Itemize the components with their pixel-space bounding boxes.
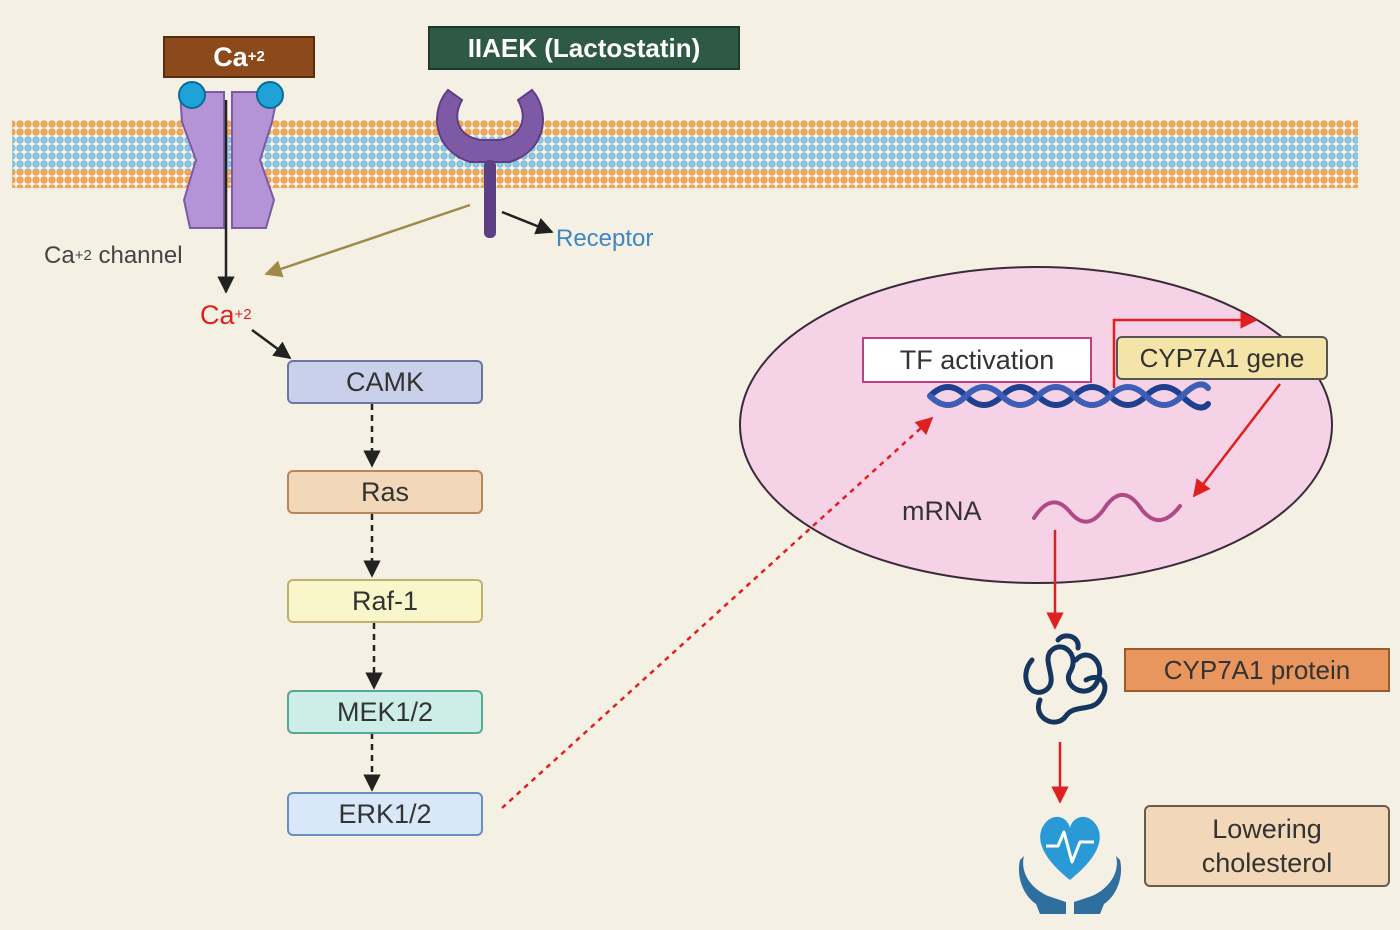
cyp7a1-protein-text: CYP7A1 protein (1163, 654, 1351, 685)
heart-hands-icon (1018, 816, 1122, 914)
pathway-label-erk: ERK1/2 (338, 798, 432, 829)
receptor-text: Receptor (556, 225, 654, 252)
cell-membrane (12, 120, 1358, 188)
calcium-channel (178, 81, 284, 229)
pathway-box-raf: Raf-1 (287, 579, 483, 623)
ligand-text: IIAEK (Lactostatin) (467, 32, 701, 63)
ion-binding-site-right (256, 81, 284, 109)
channel-caption-rest: channel (91, 242, 183, 269)
transcription-start-arrow (1112, 311, 1258, 388)
pathway-box-ras: Ras (287, 470, 483, 514)
mrna-label: mRNA (902, 492, 982, 530)
pathway-box-erk: ERK1/2 (287, 792, 483, 836)
outcome-label: Lowering cholesterol (1144, 805, 1390, 887)
receptor-to-calcium-arrow (264, 203, 471, 278)
nucleus (739, 266, 1333, 584)
pathway-box-camk: CAMK (287, 360, 483, 404)
cyp7a1-gene-text: CYP7A1 gene (1139, 342, 1305, 373)
cyp7a1-gene-label: CYP7A1 gene (1116, 336, 1328, 380)
receptor-label: Receptor (556, 222, 653, 256)
ligand-label: IIAEK (Lactostatin) (428, 26, 740, 70)
mrna-strand (1032, 493, 1182, 524)
calcium-ion-label: Ca+2 (200, 299, 252, 330)
tf-activation-text: TF activation (899, 344, 1055, 375)
calcium-bar-base: Ca (213, 41, 248, 72)
pathway-label-camk: CAMK (345, 366, 424, 397)
pathway-label-ras: Ras (360, 476, 409, 507)
dna-helix (927, 381, 1211, 411)
cyp7a1-protein-label: CYP7A1 protein (1124, 648, 1390, 692)
protein-icon (1023, 633, 1108, 725)
channel-caption-base: Ca (44, 242, 75, 269)
pathway-label-raf: Raf-1 (351, 585, 419, 616)
erk-to-tf-arrow (501, 416, 934, 809)
receptor (436, 88, 544, 238)
outcome-line2: cholesterol (1201, 848, 1333, 878)
mrna-text: mRNA (902, 495, 982, 526)
receptor-pointer-arrow (501, 210, 554, 235)
tf-activation-label: TF activation (862, 337, 1092, 383)
calcium-to-camk-arrow (251, 328, 292, 360)
pathway-box-mek: MEK1/2 (287, 690, 483, 734)
outcome-line1: Lowering (1212, 814, 1322, 844)
calcium-ion-base: Ca (200, 299, 235, 330)
pathway-label-mek: MEK1/2 (336, 696, 434, 727)
calcium-channel-caption: Ca+2 channel (44, 242, 183, 269)
ion-binding-site-left (178, 81, 206, 109)
gene-to-mrna-arrow (1192, 383, 1281, 498)
calcium-label-bar: Ca+2 (163, 36, 315, 78)
